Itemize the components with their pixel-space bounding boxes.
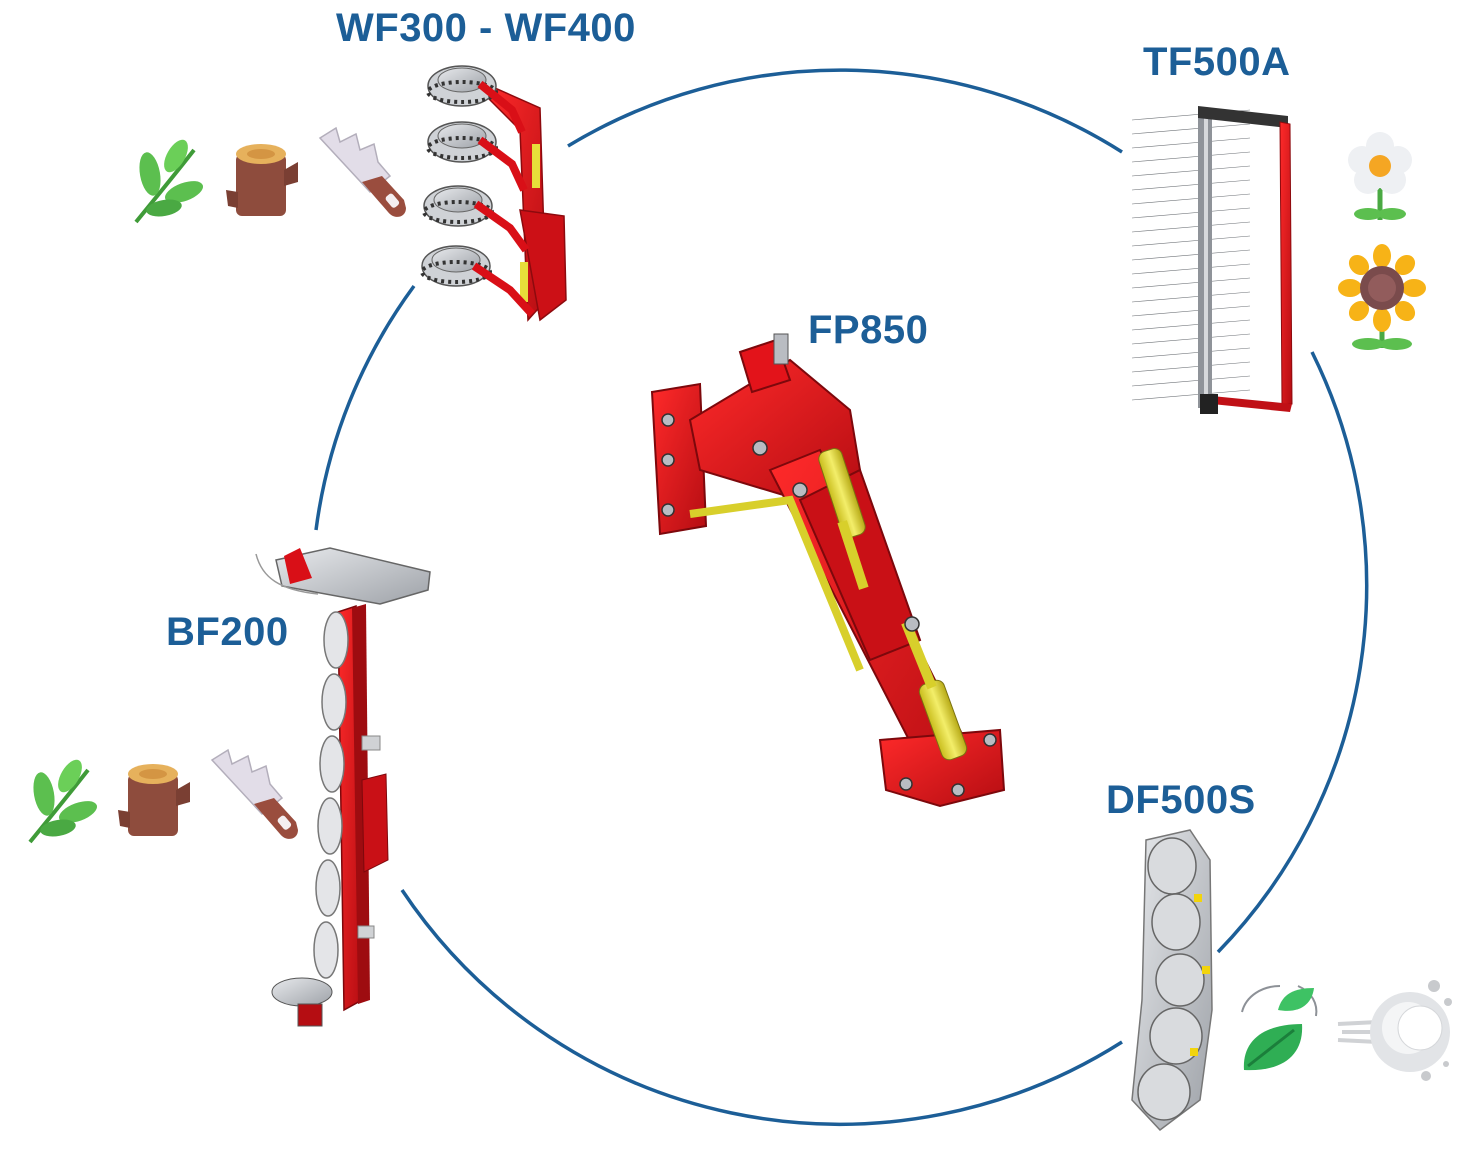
bf-icon-group xyxy=(28,748,298,844)
ring-arc-left xyxy=(314,284,416,531)
bf200-label: BF200 xyxy=(166,610,289,654)
log-stump-icon xyxy=(226,144,298,216)
sunflower-icon xyxy=(1338,244,1426,350)
dust-cloud-icon xyxy=(1337,980,1452,1081)
brush-disc-2 xyxy=(426,121,528,192)
daisy-flower-icon xyxy=(1348,132,1412,220)
df500s-label: DF500S xyxy=(1106,778,1256,822)
tf-icon-group xyxy=(1338,132,1426,350)
ring-arc-right xyxy=(1216,351,1369,954)
leaf-branch-icon xyxy=(134,139,204,224)
fp850-arm xyxy=(650,333,1006,808)
bristle-field xyxy=(1131,109,1251,401)
bf200-machine xyxy=(255,547,431,1027)
ring-arc-bottom xyxy=(400,889,1123,1126)
spinning-leaf-icon xyxy=(1241,985,1318,1071)
df-icon-group xyxy=(1241,980,1452,1081)
tf500a-machine xyxy=(1131,106,1293,414)
saw-blade-icon xyxy=(210,748,298,839)
brush-disc-1 xyxy=(426,65,526,134)
brush-disc-4 xyxy=(420,245,535,317)
tf500a-label: TF500A xyxy=(1143,40,1291,84)
log-stump-icon xyxy=(118,764,190,836)
df500s-machine xyxy=(1131,829,1213,1132)
wf300-wf400-machine xyxy=(420,65,567,322)
brush-disc-3 xyxy=(422,185,530,253)
connection-ring xyxy=(314,68,1369,1126)
wf300-wf400-label: WF300 - WF400 xyxy=(336,6,636,50)
wf-icon-group xyxy=(134,126,406,224)
saw-blade-icon xyxy=(318,126,406,217)
leaf-branch-icon xyxy=(28,759,98,844)
ring-arc-top xyxy=(567,68,1123,154)
fp850-label: FP850 xyxy=(808,308,929,352)
